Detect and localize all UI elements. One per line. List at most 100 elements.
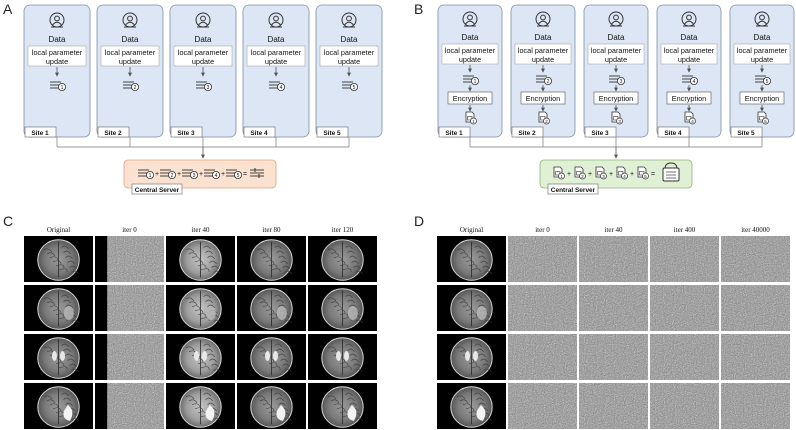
site-label: Site 3	[591, 130, 609, 137]
site-data-label: Data	[608, 33, 625, 42]
parameter-subscript: 2	[547, 79, 550, 85]
update-box	[100, 45, 160, 67]
site-label: Site 2	[518, 130, 536, 137]
update-label-line2: update	[678, 55, 700, 64]
update-label-line2: update	[751, 55, 773, 64]
encrypted-file-icon: 2	[574, 166, 586, 180]
update-box	[587, 43, 645, 65]
brain-slice	[450, 288, 493, 330]
grid-cell	[95, 236, 164, 282]
noise-tile	[650, 285, 719, 331]
parameter-subscript: 5	[766, 79, 769, 85]
update-label-line2: update	[46, 57, 68, 66]
brain-slice	[450, 239, 493, 281]
update-label-line2: update	[119, 57, 141, 66]
encryption-label: Encryption	[526, 94, 560, 103]
encrypted-file-icon: 3	[611, 111, 623, 125]
brain-slice	[37, 386, 80, 428]
server-label: Central Server	[135, 187, 180, 194]
grid-cell	[166, 236, 235, 282]
noise-tile	[721, 236, 790, 282]
update-label-line1: local parameter	[178, 48, 229, 57]
data-person-icon	[608, 11, 624, 27]
noise-tile	[579, 236, 648, 282]
update-box	[246, 45, 306, 67]
grid-cell	[166, 334, 235, 380]
encryption-box	[666, 91, 712, 105]
update-label-line2: update	[532, 55, 554, 64]
update-label-line2: update	[338, 57, 360, 66]
update-box	[173, 45, 233, 67]
grid-cell	[95, 285, 164, 331]
file-subscript: 1	[472, 119, 475, 124]
noise-tile	[721, 285, 790, 331]
site-tag	[243, 126, 276, 138]
update-label-line1: local parameter	[251, 48, 302, 57]
file-subscript: 4	[691, 119, 694, 124]
operator: +	[155, 171, 159, 178]
brain-slice	[179, 386, 222, 428]
update-label-line1: local parameter	[32, 48, 83, 57]
operator: +	[609, 171, 613, 178]
grid-cell	[237, 285, 306, 331]
central-server: 1+2+3+4+5=Central Server	[539, 159, 693, 195]
parameter-subscript: 1	[149, 173, 152, 179]
column-header-1: iter 0	[122, 226, 137, 234]
update-label-line1: local parameter	[737, 46, 788, 55]
brain-slice	[250, 288, 293, 330]
grid-cell	[721, 383, 790, 429]
server-label: Central Server	[551, 187, 596, 194]
data-person-icon	[462, 11, 478, 27]
grid-cell	[721, 285, 790, 331]
brain-slice	[179, 288, 222, 330]
grid-cell	[650, 236, 719, 282]
grid-cell	[166, 285, 235, 331]
noise-tile	[107, 285, 164, 331]
site-label: Site 4	[664, 130, 682, 137]
update-box	[27, 45, 87, 67]
parameter-subscript: 3	[620, 79, 623, 85]
parameter-icon: 1	[463, 75, 479, 85]
parameter-icon: 5	[755, 75, 772, 85]
noise-tile	[107, 383, 164, 429]
parameter-subscript: 4	[215, 173, 218, 179]
grid-cell	[437, 334, 506, 380]
operator: =	[243, 171, 247, 178]
brain-slice	[321, 288, 364, 330]
grid-cell	[95, 334, 164, 380]
parameter-icon: 5	[226, 169, 242, 179]
parameter-icon: 2	[123, 81, 139, 91]
noise-tile	[508, 285, 577, 331]
noise-tile	[650, 383, 719, 429]
operator: +	[588, 171, 592, 178]
file-subscript: 2	[581, 174, 584, 179]
operator: =	[651, 171, 655, 178]
parameter-icon: 2	[536, 75, 553, 85]
grid-cell	[579, 334, 648, 380]
site-tag	[438, 126, 471, 138]
noise-tile	[579, 334, 648, 380]
server-tag	[547, 183, 599, 195]
site-data-label: Data	[535, 33, 552, 42]
noise-tile	[508, 236, 577, 282]
encryption-label: Encryption	[672, 94, 706, 103]
update-label-line1: local parameter	[591, 46, 642, 55]
data-person-icon	[535, 11, 551, 27]
grid-cell	[579, 383, 648, 429]
update-box	[441, 43, 499, 65]
encryption-label: Encryption	[453, 94, 487, 103]
grid-cell	[508, 236, 577, 282]
grid-cell	[308, 334, 377, 380]
file-subscript: 5	[764, 119, 767, 124]
data-person-icon	[268, 12, 284, 28]
grid-cell	[721, 334, 790, 380]
grid-cell	[24, 334, 93, 380]
grid-cell	[579, 285, 648, 331]
